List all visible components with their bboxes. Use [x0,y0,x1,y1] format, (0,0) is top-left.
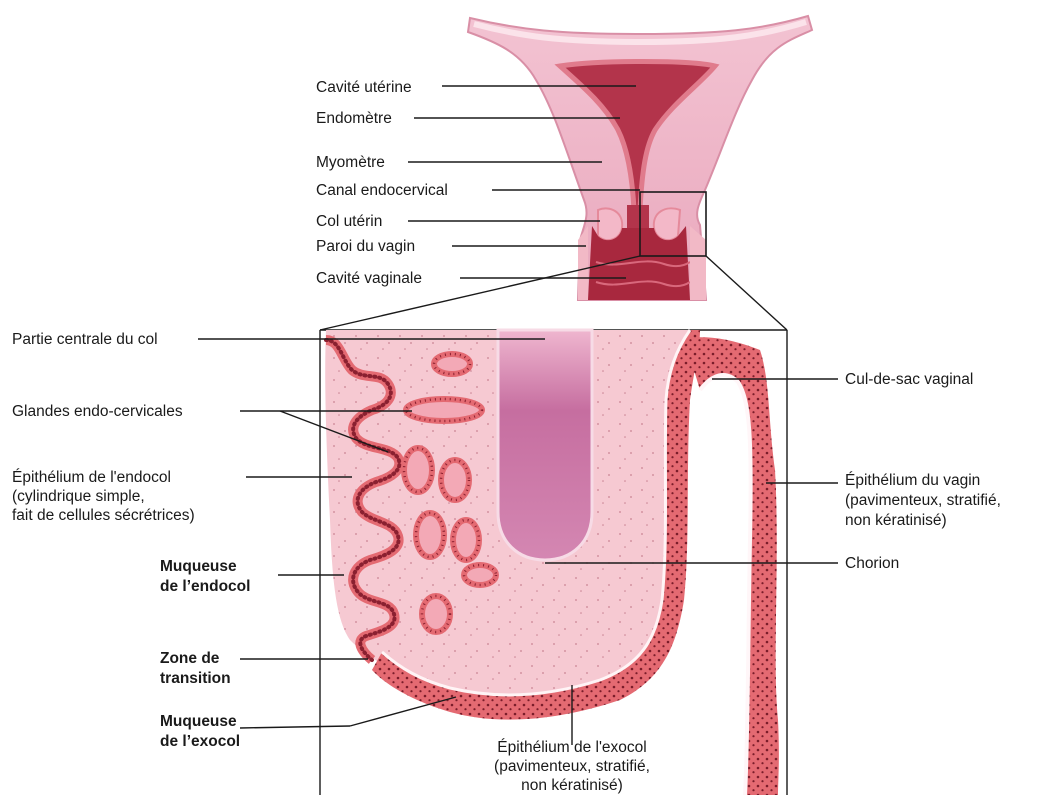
label-cervix: Col utérin [316,213,382,230]
label-endocol-epithelium-2: (cylindrique simple, [12,488,145,505]
label-chorion: Chorion [845,555,899,572]
label-vagina-epithelium-1: Épithélium du vagin [845,472,980,489]
label-transition-zone-2: transition [160,670,231,687]
label-endocervical-glands: Glandes endo-cervicales [12,403,183,420]
label-exocol-mucosa-1: Muqueuse [160,713,237,730]
label-endocol-epithelium-1: Épithélium de l'endocol [12,469,171,486]
label-exocol-mucosa-2: de l’exocol [160,733,240,750]
label-myometrium: Myomètre [316,154,385,171]
label-vaginal-fornix: Cul-de-sac vaginal [845,371,973,388]
label-vaginal-cavity: Cavité vaginale [316,270,422,287]
uterus-overview [468,16,812,300]
label-endocol-mucosa-2: de l’endocol [160,578,250,595]
cervix-central-part [498,330,592,560]
label-exocol-epithelium-1: Épithélium de l'exocol [497,739,646,756]
label-transition-zone-1: Zone de [160,650,220,667]
label-exocol-epithelium-3: non kératinisé) [521,777,623,794]
zoom-connector-right [706,256,787,330]
label-endometrium: Endomètre [316,110,392,127]
label-uterine-cavity: Cavité utérine [316,79,412,96]
label-endocervical-canal: Canal endocervical [316,182,448,199]
label-vagina-epithelium-2: (pavimenteux, stratifié, [845,492,1001,509]
label-exocol-epithelium-2: (pavimenteux, stratifié, [494,758,650,775]
label-vaginal-wall: Paroi du vagin [316,238,415,255]
label-vagina-epithelium-3: non kératinisé) [845,512,947,529]
label-cervix-center: Partie centrale du col [12,331,158,348]
label-endocol-mucosa-1: Muqueuse [160,558,237,575]
label-endocol-epithelium-3: fait de cellules sécrétrices) [12,507,195,524]
